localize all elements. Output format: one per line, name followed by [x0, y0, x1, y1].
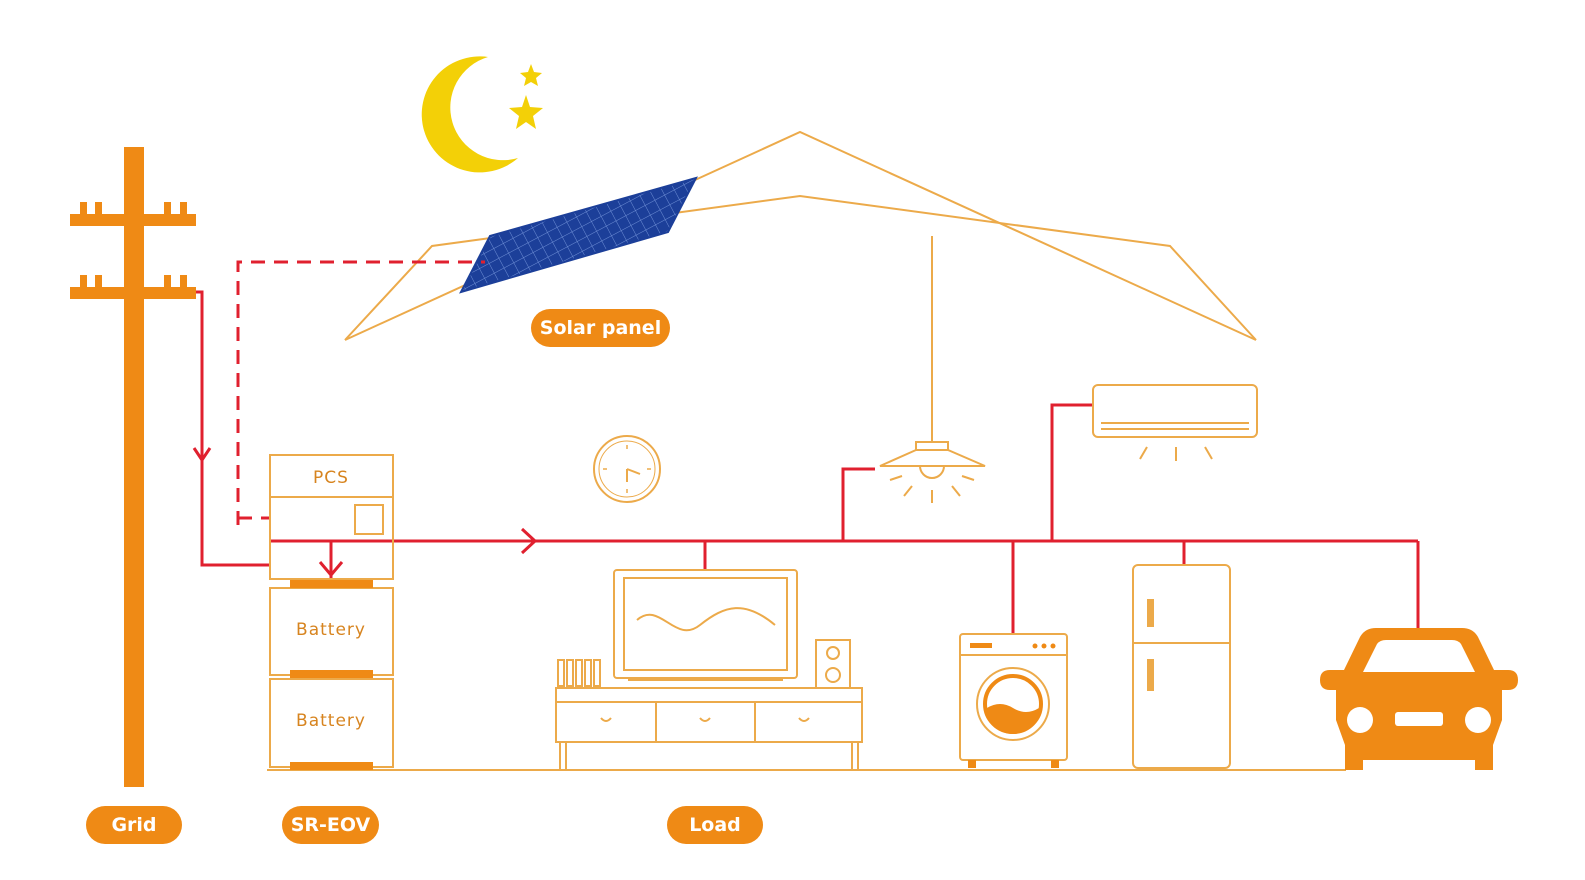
storage-label: SR-EOV — [282, 806, 379, 844]
grid-label: Grid — [86, 806, 182, 844]
battery-terminals — [290, 580, 373, 770]
lamp-icon — [879, 236, 986, 503]
star-icon — [520, 64, 542, 86]
moon-icon — [421, 56, 518, 173]
refrigerator-icon — [1132, 564, 1231, 769]
utility-pole — [70, 147, 196, 787]
clock-icon — [593, 435, 661, 503]
washing-machine-icon — [959, 633, 1068, 768]
arrow-icon — [318, 561, 344, 578]
battery-label-1: Battery — [296, 620, 366, 640]
arrow-icon — [520, 527, 538, 555]
pv-dashed-line — [236, 260, 485, 525]
tv-cabinet-icon — [555, 569, 863, 771]
pcs-label: PCS — [313, 468, 349, 488]
solar-panel-label: Solar panel — [531, 309, 670, 347]
solar-panel — [459, 176, 698, 294]
battery-label-2: Battery — [296, 711, 366, 731]
load-label: Load — [667, 806, 763, 844]
star-icon — [509, 95, 543, 129]
car-icon — [1320, 628, 1518, 770]
power-flow-lines — [192, 260, 1420, 634]
air-conditioner-icon — [1092, 384, 1258, 461]
